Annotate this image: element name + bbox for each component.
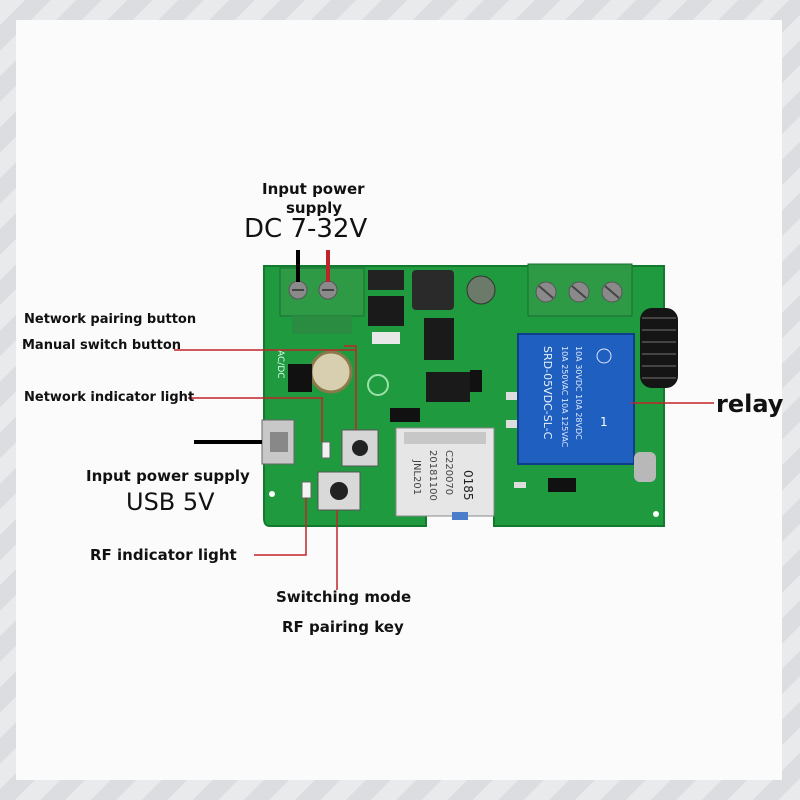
rf-indicator-label: RF indicator light bbox=[90, 546, 237, 564]
diagram-canvas: AC/DC JNL201 20181100 C220070 0185 bbox=[16, 20, 784, 780]
relay-pin-mark: 1 bbox=[600, 415, 608, 429]
relay-label: relay bbox=[716, 390, 784, 418]
network-pairing-leader bbox=[344, 345, 357, 430]
board-illustration: AC/DC JNL201 20181100 C220070 0185 bbox=[174, 250, 714, 590]
inductor-disc bbox=[309, 350, 353, 394]
antenna-coil bbox=[640, 308, 678, 388]
manual-switch-button bbox=[341, 429, 379, 467]
relay-component bbox=[517, 333, 635, 465]
network-indicator-label: Network indicator light bbox=[24, 390, 195, 405]
module-code-4: 0185 bbox=[461, 470, 475, 501]
usb-voltage-label: USB 5V bbox=[126, 488, 215, 516]
module-code-1: JNL201 bbox=[411, 459, 422, 495]
relay-rating-1: 10A 250VAC 10A 125VAC bbox=[560, 346, 569, 448]
network-pairing-label: Network pairing button bbox=[24, 312, 197, 327]
terminal-mark: AC/DC bbox=[275, 350, 285, 379]
module-code-2: 20181100 bbox=[427, 450, 438, 501]
module-code-3: C220070 bbox=[443, 450, 454, 495]
usb-power-label: Input power supply bbox=[86, 467, 250, 485]
relay-model-text: SRD-05VDC-SL-C bbox=[541, 346, 554, 440]
relay-rating-2: 10A 30VDC 10A 28VDC bbox=[574, 346, 583, 440]
manual-switch-label: Manual switch button bbox=[22, 338, 182, 353]
dc-voltage-label: DC 7-32V bbox=[244, 214, 368, 244]
rf-pairing-label: RF pairing key bbox=[282, 618, 404, 636]
capacitor bbox=[466, 275, 496, 305]
network-indicator-leader bbox=[188, 397, 323, 442]
input-power-label-line1: Input power bbox=[262, 180, 365, 198]
input-power-label-line2: supply bbox=[286, 199, 343, 217]
network-indicator-led bbox=[321, 441, 331, 459]
rf-indicator-led bbox=[301, 481, 312, 499]
switching-mode-label: Switching mode bbox=[276, 588, 412, 606]
rf-indicator-leader bbox=[254, 498, 307, 556]
